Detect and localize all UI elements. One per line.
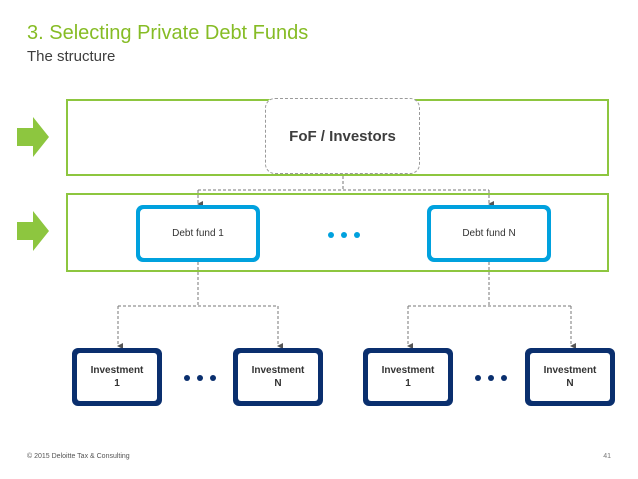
slide-subtitle: The structure [27, 48, 116, 65]
ellipsis-icon [328, 232, 360, 238]
footer-copyright: © 2015 Deloitte Tax & Consulting [27, 453, 130, 460]
debt-fund-1-node: Debt fund 1 [136, 205, 260, 262]
investment-number: N [274, 378, 282, 389]
investment-label: Investment [90, 364, 144, 376]
investment-node: Investment N [233, 348, 323, 406]
investment-number: 1 [114, 378, 120, 389]
investment-node: Investment 1 [72, 348, 162, 406]
debt-fund-1-label: Debt fund 1 [140, 209, 256, 258]
investment-label: Investment [381, 364, 435, 376]
investment-node: Investment 1 [363, 348, 453, 406]
investment-node: Investment N [525, 348, 615, 406]
investment-label: Investment [251, 364, 305, 376]
arrow-right-icon [17, 117, 49, 157]
slide-title: 3. Selecting Private Debt Funds [27, 22, 309, 44]
investment-number: N [566, 378, 574, 389]
fund-level-band [66, 193, 609, 272]
debt-fund-n-node: Debt fund N [427, 205, 551, 262]
ellipsis-icon [475, 375, 507, 381]
page-number: 41 [603, 453, 611, 460]
debt-fund-n-label: Debt fund N [431, 209, 547, 258]
investment-number: 1 [405, 378, 411, 389]
fof-investors-node: FoF / Investors [265, 98, 420, 174]
ellipsis-icon [184, 375, 216, 381]
investment-label: Investment [543, 364, 597, 376]
arrow-right-icon [17, 211, 49, 251]
